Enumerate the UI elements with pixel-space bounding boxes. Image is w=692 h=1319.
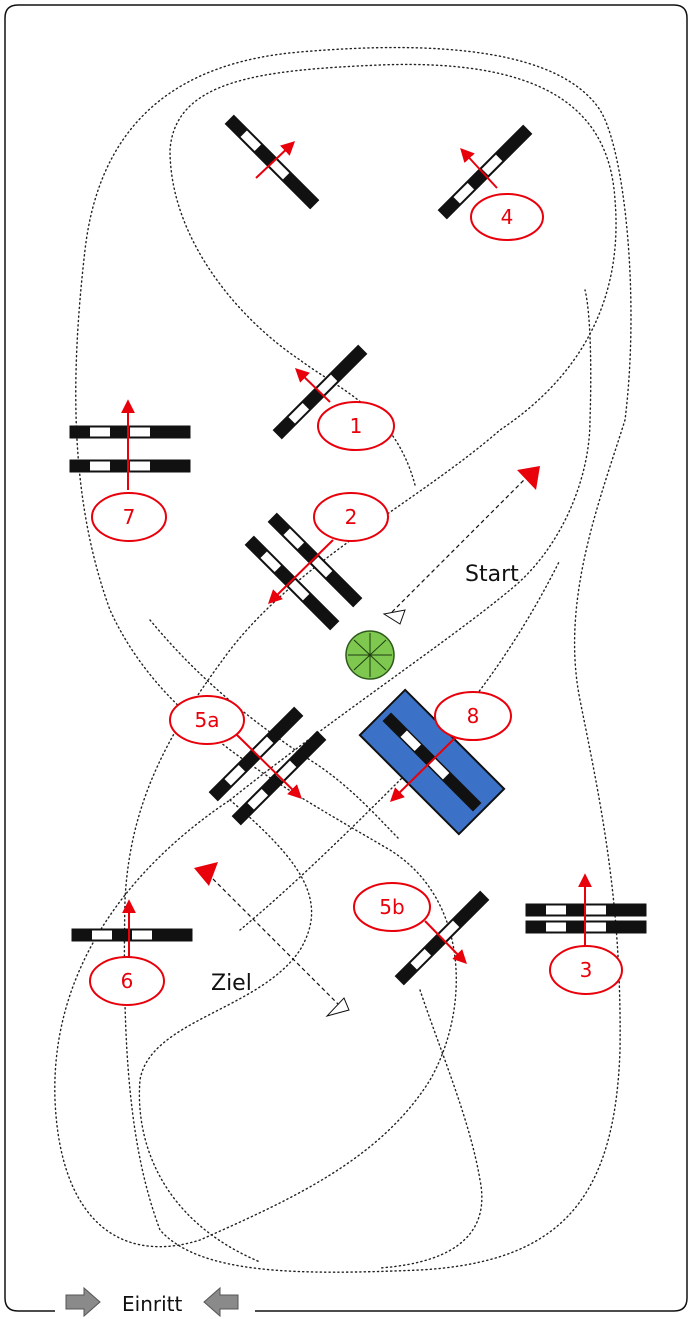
finish-flag-icon: [194, 862, 218, 886]
obstacle-5a-number: 5a: [195, 708, 220, 732]
finish-label: Ziel: [211, 971, 252, 996]
obstacle-1-number: 1: [350, 414, 363, 438]
obstacle-1: 1: [272, 344, 395, 451]
obstacle-3-number: 3: [580, 958, 593, 982]
obstacle-7: 7: [69, 399, 191, 542]
start-flag-white-icon: [382, 609, 406, 625]
obstacle-5a: 5a: [169, 695, 327, 826]
obstacle-top-pole: [224, 114, 320, 210]
obstacle-4: 4: [437, 124, 544, 241]
right-arrow-icon: [65, 1286, 101, 1318]
start-label: Start: [465, 562, 519, 587]
obstacle-6: 6: [71, 899, 193, 1006]
riding-path: [54, 46, 632, 1273]
obstacle-8-number: 8: [467, 704, 480, 728]
obstacle-5b-number: 5b: [379, 895, 404, 919]
finish-flag-white-icon: [325, 997, 350, 1017]
obstacle-4-number: 4: [501, 205, 514, 229]
obstacle-8: 8: [358, 688, 512, 836]
obstacle-5b: 5b: [353, 882, 490, 986]
start-line: Start: [382, 466, 540, 625]
arena-border: [4, 4, 688, 1312]
entry-label: Einritt: [122, 1292, 182, 1316]
obstacle-2-number: 2: [345, 505, 358, 529]
obstacle-2: 2: [244, 492, 389, 631]
start-flag-icon: [517, 466, 540, 490]
entry: Einritt: [65, 1286, 239, 1318]
obstacle-3: 3: [525, 873, 647, 995]
left-arrow-icon: [203, 1286, 239, 1318]
obstacle-6-number: 6: [121, 969, 134, 993]
bush-icon: [345, 630, 395, 680]
obstacle-7-number: 7: [123, 505, 136, 529]
finish-line: Ziel: [194, 862, 350, 1017]
